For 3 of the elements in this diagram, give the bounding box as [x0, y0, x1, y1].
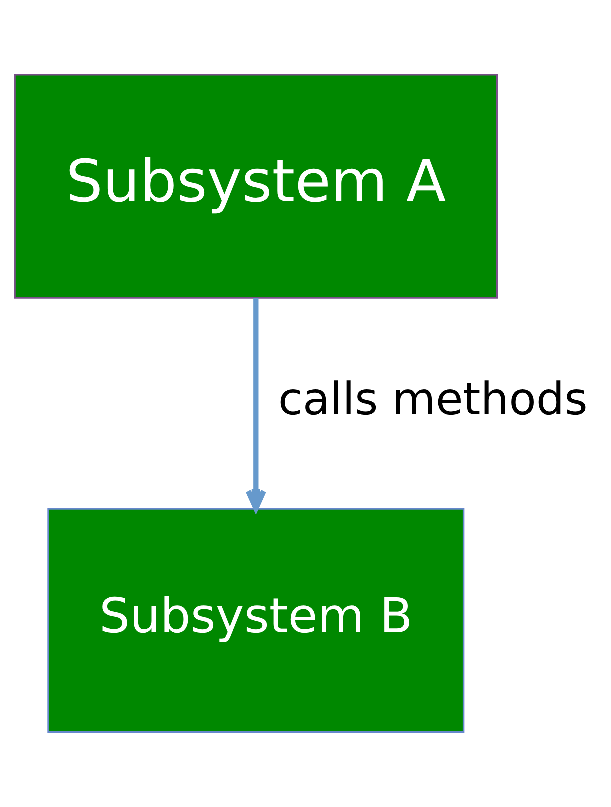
- edge-label: calls methods: [278, 373, 588, 426]
- node-box: Subsystem A: [14, 74, 498, 299]
- node-box: Subsystem B: [48, 508, 465, 733]
